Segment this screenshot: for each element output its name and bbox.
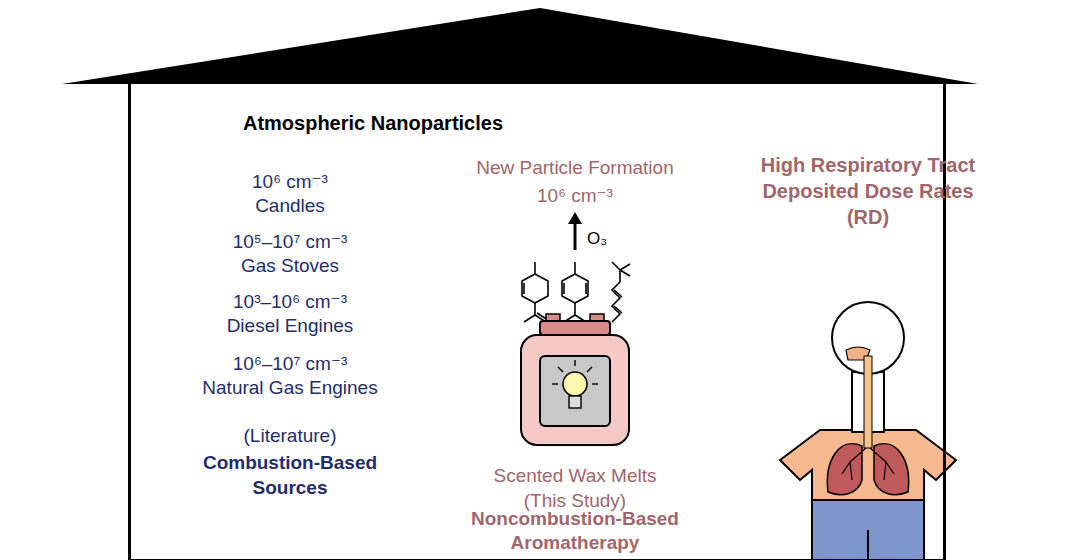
note: (Literature) — [190, 424, 390, 449]
oxidant-label: O₃ — [577, 228, 617, 250]
bulb-base — [569, 396, 581, 408]
process-name: New Particle Formation — [455, 156, 695, 181]
source-name: Gas Stoves — [190, 254, 390, 279]
bulb-rays — [552, 360, 598, 384]
category-heading: Combustion-Based Sources — [195, 451, 385, 500]
person — [780, 302, 956, 560]
concentration: 10⁵–10⁷ cm⁻³ — [190, 230, 390, 255]
jar-lid — [540, 321, 610, 335]
arrow-line — [574, 222, 577, 250]
concentration: 10³–10⁶ cm⁻³ — [190, 290, 390, 315]
bulb — [563, 372, 587, 396]
concentration: 10⁶–10⁷ cm⁻³ — [190, 352, 390, 377]
source-name: Diesel Engines — [190, 314, 390, 339]
concentration: 10⁶ cm⁻³ — [190, 170, 390, 195]
jar-body — [521, 335, 629, 445]
bulb-window — [540, 356, 610, 426]
roof — [62, 8, 978, 84]
arrow-head — [568, 212, 582, 224]
concentration: 10⁶ cm⁻³ — [475, 184, 675, 209]
product-name: Scented Wax Melts (This Study) — [475, 464, 675, 513]
house-title: Atmospheric Nanoparticles — [213, 110, 533, 136]
source-name: Candles — [190, 194, 390, 219]
molecule-structures — [522, 262, 630, 322]
outcome-heading: High Respiratory Tract Deposited Dose Ra… — [753, 152, 983, 230]
category-heading: Noncombustion-Based Aromatherapy — [450, 507, 700, 556]
source-name: Natural Gas Engines — [180, 376, 400, 401]
